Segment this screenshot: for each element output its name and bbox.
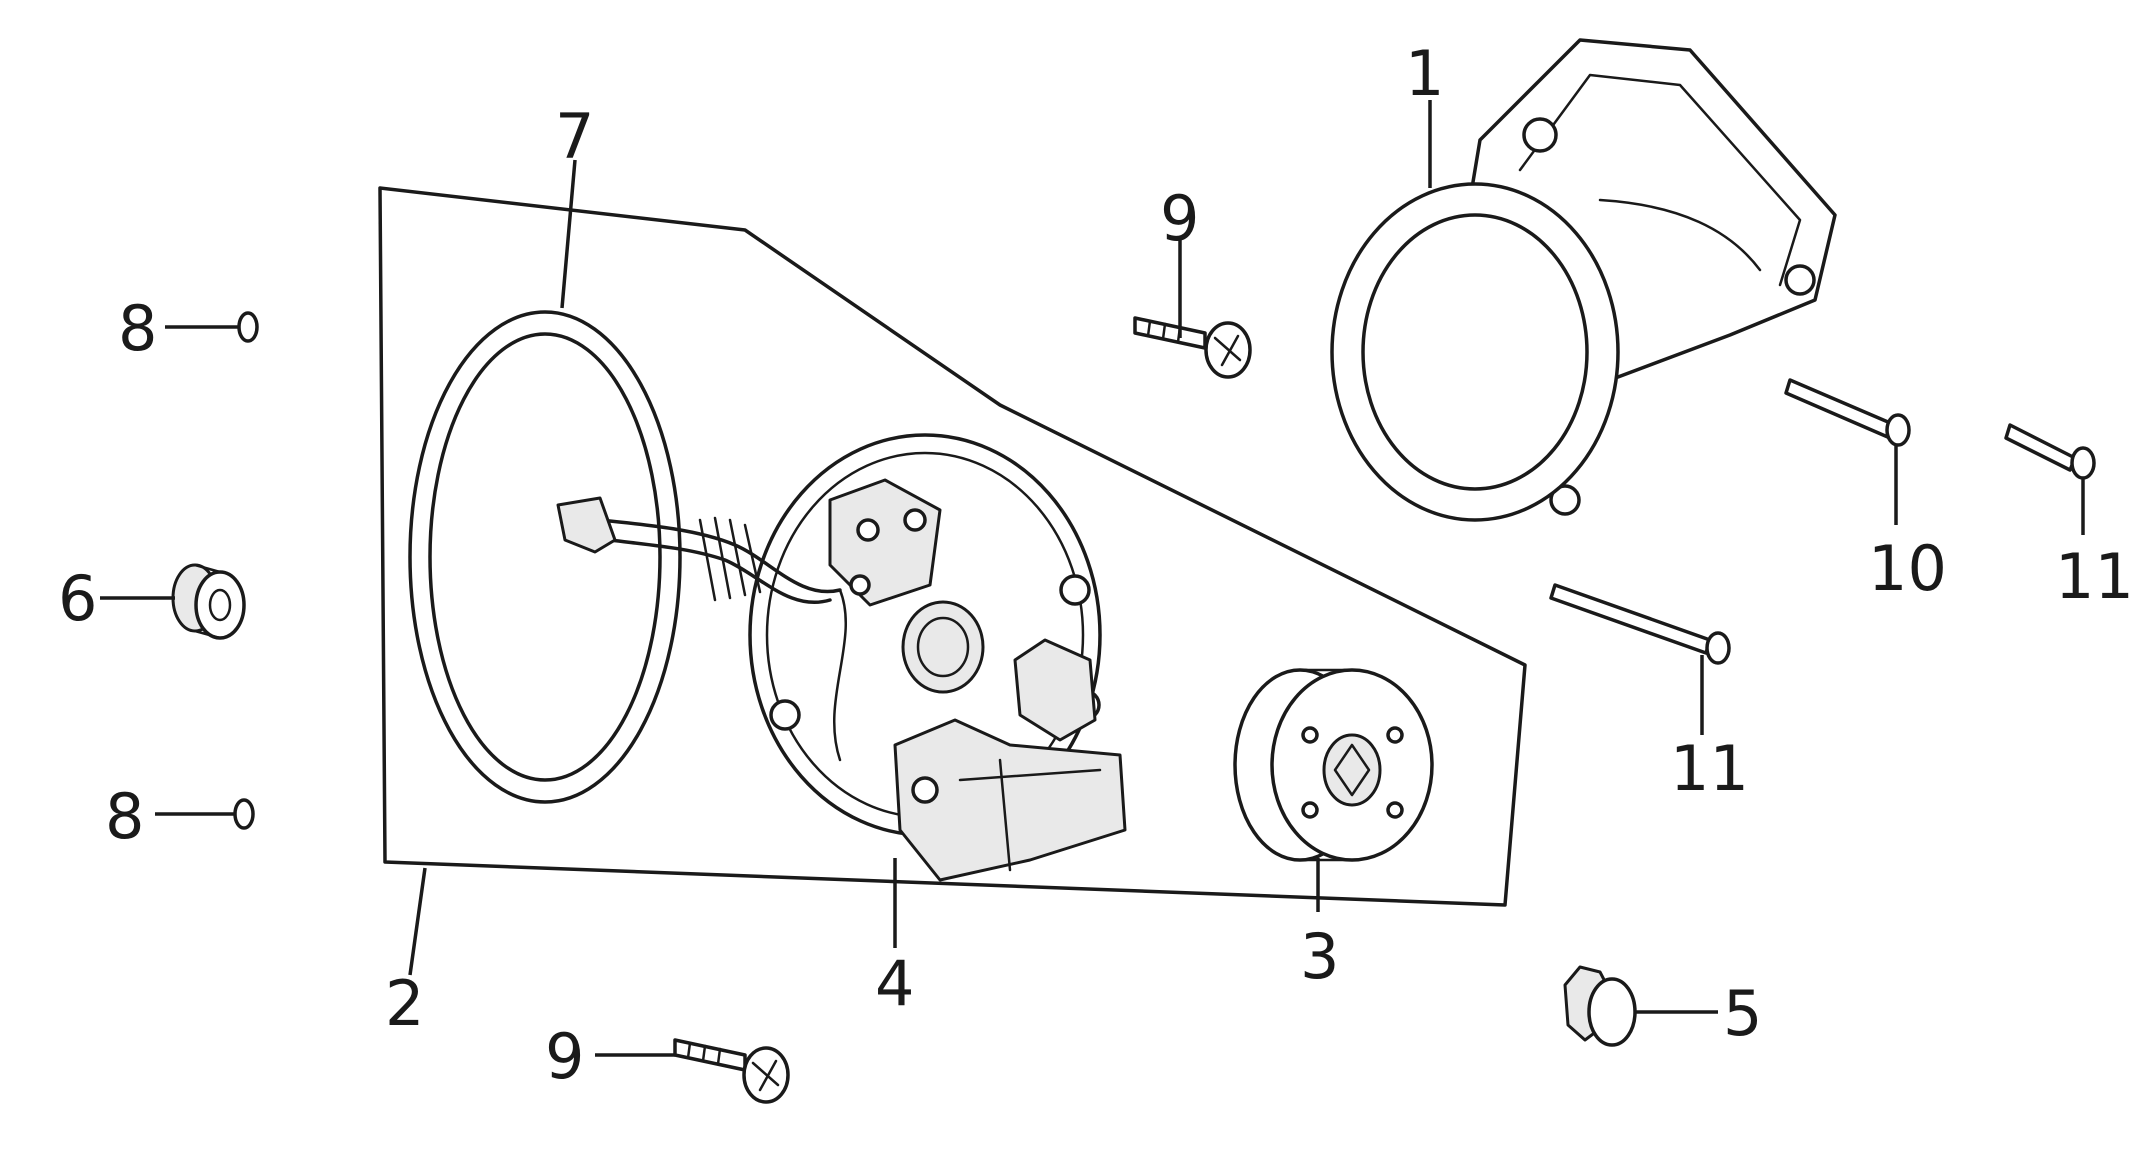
panel-outline bbox=[378, 186, 1527, 907]
washer-8-top bbox=[237, 311, 259, 343]
gasket-ring bbox=[408, 310, 682, 804]
leader-2 bbox=[408, 867, 427, 976]
bolt-9-bottom bbox=[673, 1038, 790, 1104]
callout-7: 7 bbox=[555, 100, 594, 173]
stator-plate bbox=[556, 433, 1127, 882]
nut-5 bbox=[1563, 965, 1637, 1047]
callout-11-long: 11 bbox=[1670, 732, 1749, 805]
callout-9-bottom: 9 bbox=[545, 1020, 584, 1093]
bolt-11-right bbox=[2004, 423, 2096, 480]
callout-11-right: 11 bbox=[2055, 540, 2134, 613]
callout-2: 2 bbox=[385, 967, 424, 1040]
bolt-10 bbox=[1784, 378, 1911, 447]
bolt-11-long bbox=[1549, 583, 1731, 665]
collar-6 bbox=[171, 563, 246, 640]
cover bbox=[1330, 38, 1837, 522]
callout-9-top: 9 bbox=[1160, 182, 1199, 255]
callout-5: 5 bbox=[1723, 977, 1762, 1050]
rotor bbox=[1233, 668, 1434, 862]
callout-6: 6 bbox=[58, 562, 97, 635]
callout-4: 4 bbox=[875, 947, 914, 1020]
callout-10: 10 bbox=[1868, 532, 1947, 605]
callout-8-bottom: 8 bbox=[105, 780, 144, 853]
bolt-9-top bbox=[1133, 316, 1252, 379]
washer-8-bottom bbox=[233, 798, 255, 830]
leader-7 bbox=[560, 159, 577, 309]
callout-1: 1 bbox=[1405, 37, 1444, 110]
callout-3: 3 bbox=[1300, 920, 1339, 993]
callout-8-top: 8 bbox=[118, 292, 157, 365]
